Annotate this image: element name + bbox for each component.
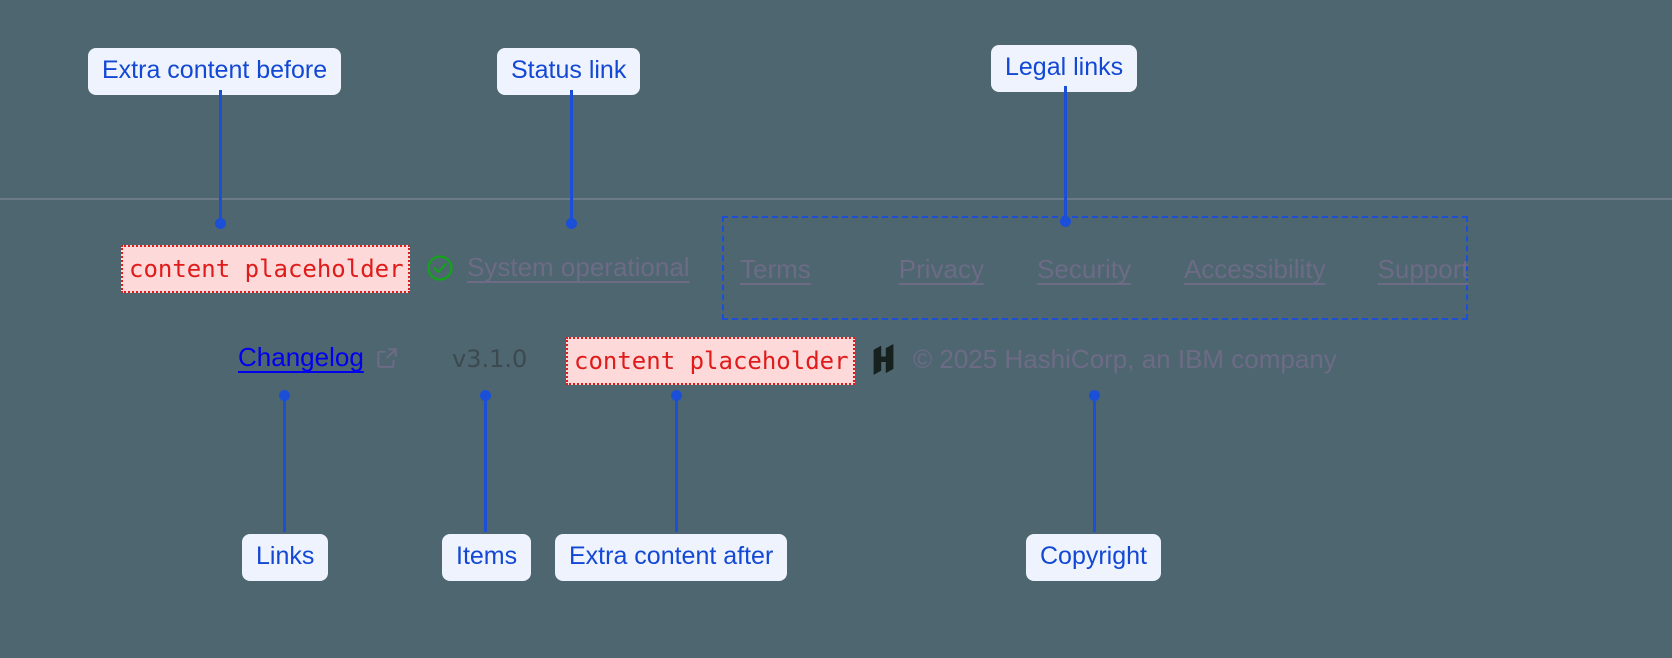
leader-extra-content-before	[219, 90, 222, 223]
footer-status-group[interactable]: System operational	[425, 252, 690, 283]
external-link-icon	[374, 345, 400, 371]
copyright-text: © 2025 HashiCorp, an IBM company	[913, 344, 1337, 374]
check-circle-icon	[425, 253, 455, 283]
anchor-dot-extra-content-before	[215, 218, 226, 229]
content-placeholder-after: content placeholder	[566, 337, 855, 385]
footer-extra-before-slot: content placeholder	[121, 245, 410, 293]
footer-changelog-group[interactable]: Changelog	[238, 342, 400, 373]
anchor-dot-legal-links	[1060, 216, 1071, 227]
leader-legal-links	[1064, 86, 1067, 221]
legal-links-highlight-box	[722, 216, 1468, 320]
footer-extra-after-slot: content placeholder	[566, 337, 855, 385]
legal-link-support[interactable]: Support	[1377, 254, 1469, 284]
anchor-dot-extra-content-after	[671, 390, 682, 401]
leader-copyright	[1093, 396, 1096, 532]
callout-links: Links	[242, 534, 329, 581]
legal-link-privacy[interactable]: Privacy	[898, 254, 985, 284]
anchor-dot-status-link	[566, 218, 577, 229]
status-link[interactable]: System operational	[467, 252, 690, 282]
callout-copyright: Copyright	[1026, 534, 1161, 581]
footer-copyright-group: © 2025 HashiCorp, an IBM company	[868, 343, 1337, 376]
callout-items: Items	[442, 534, 532, 581]
content-placeholder-before: content placeholder	[121, 245, 410, 293]
callout-legal-links: Legal links	[991, 45, 1138, 92]
anchor-dot-links	[279, 390, 290, 401]
callout-status-link: Status link	[497, 48, 641, 95]
callout-extra-content-after: Extra content after	[555, 534, 788, 581]
leader-links	[283, 396, 286, 532]
footer-legal-links: Terms Privacy Security Accessibility Sup…	[740, 254, 1469, 285]
anchor-dot-copyright	[1089, 390, 1100, 401]
hashicorp-logo	[868, 343, 899, 376]
leader-extra-content-after	[675, 396, 678, 532]
changelog-link[interactable]: Changelog	[238, 342, 364, 372]
callout-extra-content-before: Extra content before	[88, 48, 342, 95]
footer-version: v3.1.0	[452, 345, 527, 373]
legal-link-accessibility[interactable]: Accessibility	[1183, 254, 1326, 284]
version-label: v3.1.0	[452, 345, 528, 373]
legal-link-security[interactable]: Security	[1037, 254, 1131, 284]
anchor-dot-items	[480, 390, 491, 401]
footer-top-divider	[0, 198, 1672, 200]
leader-status-link	[570, 90, 573, 223]
legal-link-terms[interactable]: Terms	[740, 254, 811, 284]
leader-items	[484, 396, 487, 532]
